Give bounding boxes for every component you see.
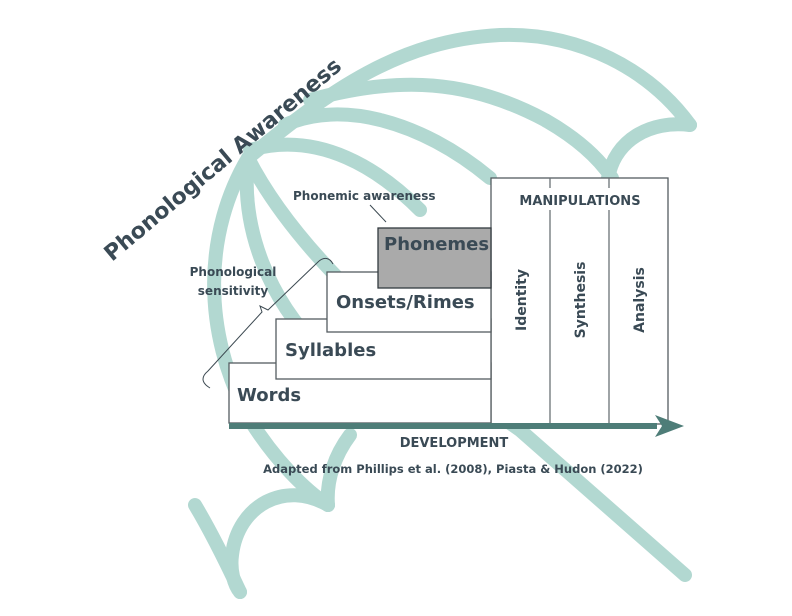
umbrella-rib-2: [278, 107, 497, 185]
manipulation-synthesis: Synthesis: [573, 262, 589, 339]
level-phonemes: [377, 227, 492, 289]
arrow-shaft: [229, 423, 657, 429]
manipulation-identity: Identity: [514, 269, 530, 331]
level-label-phonemes: Phonemes: [384, 234, 489, 255]
manipulations-panel: MANIPULATIONS Identity Synthesis Analysi…: [490, 177, 669, 425]
manipulations-header: MANIPULATIONS: [519, 194, 640, 209]
level-label-syllables: Syllables: [285, 340, 376, 361]
umbrella-right-tip: [601, 117, 697, 185]
development-label: DEVELOPMENT: [400, 436, 509, 451]
phonological-sensitivity-label-2: sensitivity: [198, 284, 269, 298]
umbrella-inner-hook: [320, 428, 357, 512]
umbrella-left-tip: [188, 498, 247, 599]
header-bg: [500, 188, 660, 210]
citation: Adapted from Phillips et al. (2008), Pia…: [263, 462, 643, 476]
phonemic-awareness-label: Phonemic awareness: [293, 189, 435, 203]
level-label-words: Words: [237, 385, 301, 406]
phonemic-awareness-pointer: [369, 204, 387, 223]
umbrella-rib-3: [243, 137, 427, 217]
phonological-sensitivity-brace: [202, 257, 334, 389]
level-label-onsets-rimes: Onsets/Rimes: [336, 292, 475, 313]
umbrella-rib-1: [303, 77, 619, 185]
manipulation-analysis: Analysis: [632, 267, 648, 333]
manipulations-box: [490, 177, 669, 425]
levels-staircase: Words Syllables Onsets/Rimes Phonemes: [228, 227, 492, 424]
development-arrow: [229, 415, 684, 437]
phonological-sensitivity-label-1: Phonological: [190, 265, 277, 279]
umbrella-left-hook: [224, 488, 335, 599]
arrow-head-icon: [655, 415, 684, 437]
